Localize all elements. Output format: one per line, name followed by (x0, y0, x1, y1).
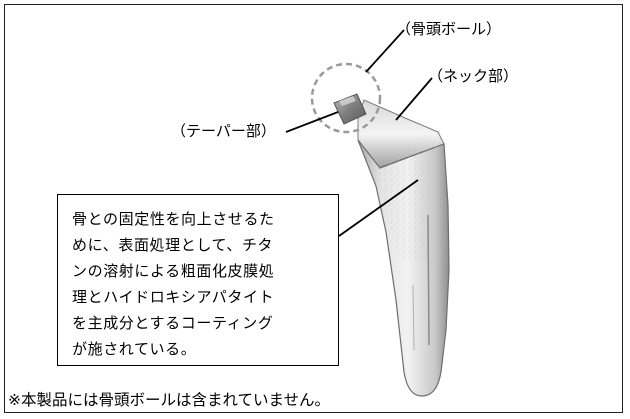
callout-line: 理とハイドロキシアパタイト (72, 288, 275, 306)
callout-line: 骨との固定性を向上させるた (72, 210, 275, 228)
callout-leader (338, 179, 419, 237)
taper-label: （テーパー部） (171, 122, 276, 140)
coating-zone (370, 140, 446, 262)
neck-leader (395, 77, 433, 121)
callout-line: が施されている。 (72, 340, 197, 358)
callout-line: を主成分とするコーティング (72, 314, 274, 332)
head-ball-dashed-circle (310, 62, 382, 134)
neck-label: （ネック部） (428, 67, 519, 85)
callout-line: ンの溶射による粗面化皮膜処 (72, 262, 275, 280)
taper-leader (285, 111, 339, 133)
footnote: ※本製品には骨頭ボールは含まれていません。 (8, 391, 331, 409)
callout-line: めに、表面処理として、チタ (72, 236, 274, 254)
head-ball-label: （骨頭ボール） (396, 20, 502, 38)
head-ball-leader (365, 29, 405, 73)
coating-callout-box: 骨との固定性を向上させるた めに、表面処理として、チタ ンの溶射による粗面化皮膜… (57, 194, 339, 366)
stem-groove (427, 214, 430, 346)
